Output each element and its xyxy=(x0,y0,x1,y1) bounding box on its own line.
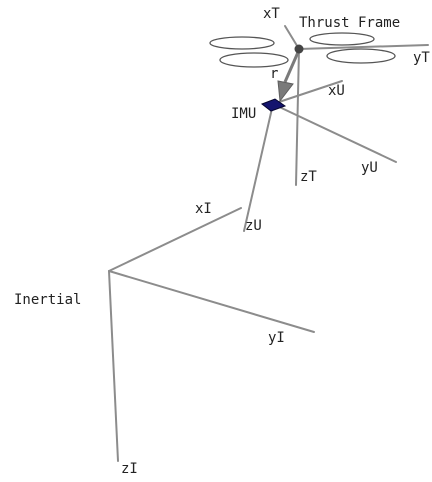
thrust-x-label: xT xyxy=(263,6,280,22)
inertial-y-axis xyxy=(108,270,315,333)
inertial-x-label: xI xyxy=(195,201,212,217)
inertial-title: Inertial xyxy=(14,292,81,308)
imu-z-axis xyxy=(243,103,274,232)
inertial-y-label: yI xyxy=(268,330,285,346)
thrust-y-label: yT xyxy=(413,50,430,66)
imu-marker xyxy=(260,98,287,112)
imu-y-label: yU xyxy=(361,160,378,176)
inertial-frame xyxy=(108,207,315,462)
propeller-ellipse xyxy=(309,32,375,46)
thrust-frame-title: Thrust Frame xyxy=(299,15,400,31)
imu-y-axis xyxy=(272,103,397,163)
propeller-ellipse xyxy=(219,52,289,68)
thrust-z-label: zT xyxy=(300,169,317,185)
imu-frame xyxy=(243,80,397,232)
imu-z-label: zU xyxy=(245,218,262,234)
position-vector-r xyxy=(277,49,301,103)
inertial-z-label: zI xyxy=(121,461,138,477)
imu-title: IMU xyxy=(231,106,256,122)
vector-shaft xyxy=(283,49,301,83)
propeller-ellipse xyxy=(209,36,275,50)
inertial-z-axis xyxy=(108,270,119,462)
vector-arrowhead xyxy=(277,80,294,103)
propellers xyxy=(209,32,396,68)
thrust-z-axis xyxy=(295,48,300,186)
inertial-x-axis xyxy=(108,207,242,272)
vector-r-label: r xyxy=(270,66,278,82)
imu-x-axis xyxy=(272,80,343,105)
thrust-origin-dot xyxy=(294,44,304,54)
thrust-y-axis xyxy=(298,44,429,50)
imu-x-label: xU xyxy=(328,83,345,99)
propeller-ellipse xyxy=(326,48,396,64)
